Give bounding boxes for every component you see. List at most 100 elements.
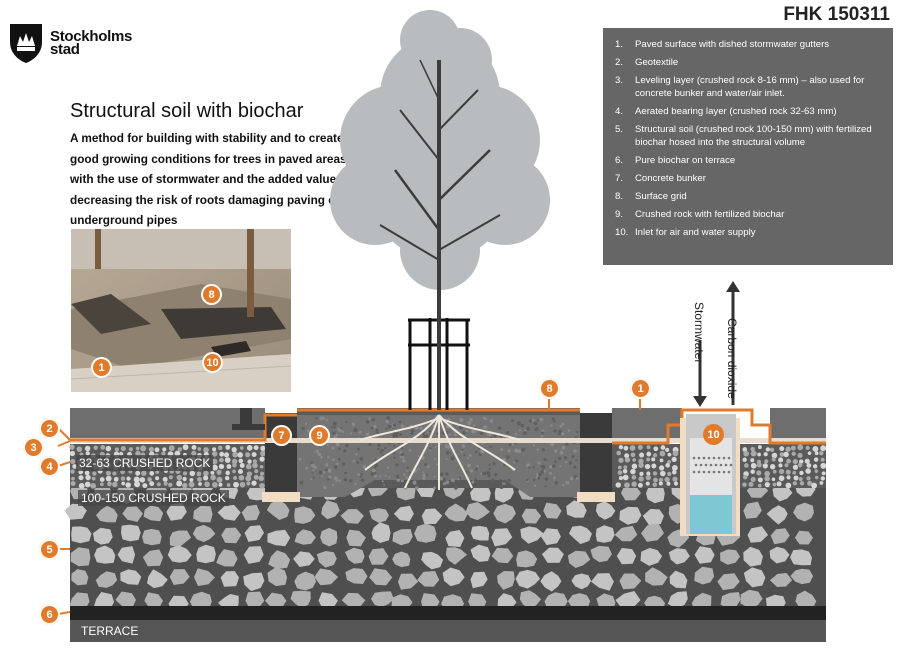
pit-grain [368,442,372,447]
pit-grain [459,418,464,422]
pit-grain [533,421,538,426]
pebble [176,474,183,481]
pebble [639,471,644,476]
pebble [156,482,161,487]
pebble [820,476,825,481]
pit-grain [304,422,308,425]
rock [619,506,642,525]
pit-grain [561,432,565,436]
legend-item: 5.Structural soil (crushed rock 100-150 … [615,123,881,149]
rock [619,573,642,590]
pit-grain [514,448,519,453]
pit-grain [340,427,343,430]
pebble [757,452,762,457]
pit-grain [333,465,338,469]
pit-grain [476,464,479,468]
pebble [807,480,813,486]
legend-panel: 1.Paved surface with dished stormwater g… [603,28,893,265]
pebble [251,480,257,486]
legend-item-number: 7. [615,173,624,185]
rock [444,503,468,522]
rock [790,568,814,585]
perforation-hole [722,470,726,474]
pit-grain [360,478,365,483]
pit-grain [375,428,379,432]
rock [445,530,465,547]
pebble [778,463,783,468]
legend-item-number: 1. [615,39,624,50]
pit-grain [344,471,347,475]
pebble [778,457,784,463]
pit-grain [315,417,318,420]
pebble [769,464,776,470]
pebble [629,445,636,451]
pebble [742,447,748,452]
pit-grain [479,431,484,435]
pebble [651,457,656,462]
rock [243,572,265,592]
pebble [84,470,90,476]
perforation-hole [727,456,731,460]
pit-grain [323,486,327,490]
pebble [154,447,160,453]
perforation-hole [719,463,723,467]
rock [720,592,741,610]
pebble [617,465,622,470]
pebble [645,474,651,481]
pebble [218,463,225,470]
pebble [162,476,168,482]
pebble [232,469,236,474]
concrete-bunker-right [580,413,612,495]
pebble [646,445,651,450]
pebble [223,452,230,458]
perforation-hole [712,456,716,460]
logo-line2: stad [50,41,80,58]
pit-grain [575,459,578,462]
pebble [238,458,244,464]
rock [93,527,113,545]
pebble [631,475,637,480]
marker-biochar-terrace: 6 [39,604,60,625]
pebble [799,470,804,476]
rock [166,503,187,521]
pit-grain [400,446,403,450]
rock [371,591,394,607]
pit-grain [417,455,420,458]
rock [290,590,311,609]
pit-grain [392,423,397,427]
pebble [791,451,796,456]
pit-grain [515,459,519,463]
pebble [637,482,643,488]
pebble [799,481,805,486]
perforation-hole [709,463,713,467]
pebble [239,446,244,450]
pebble [814,475,819,480]
pit-grain [502,479,507,484]
pebble [646,457,651,462]
pit-grain [427,431,430,434]
rock [417,571,440,587]
rock [318,592,338,609]
pit-grain [315,449,319,453]
pebble [126,476,131,481]
pit-grain [531,418,535,422]
pit-grain [551,417,555,421]
pit-grain [343,449,347,453]
pebble [667,459,672,464]
pebble [92,471,97,476]
pit-grain [499,478,502,481]
pit-grain [360,472,363,476]
pebble [191,444,197,450]
pebble [779,446,785,452]
pit-grain [390,480,393,484]
pit-grain [576,430,579,434]
pebble [168,445,175,452]
pebble [659,458,664,463]
rock [645,567,668,586]
pebble [814,451,819,456]
pebble [216,469,222,475]
pit-grain [321,416,325,420]
pebble [133,476,140,483]
carbon-dioxide-label: Carbon dioxide [725,318,739,399]
legend-item: 8.Surface grid [615,190,881,203]
